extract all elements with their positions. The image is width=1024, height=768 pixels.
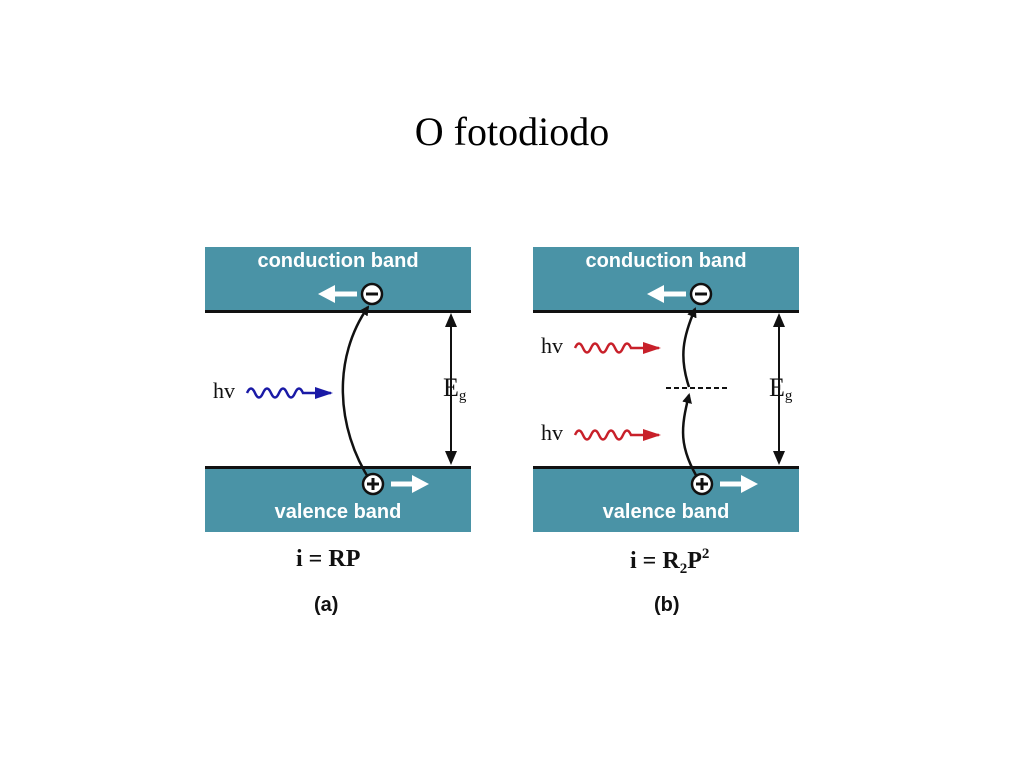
panel-a: conduction band valence band (205, 247, 475, 537)
hole-right-arrow-icon (720, 475, 758, 493)
photon-wave-icon (245, 387, 333, 399)
caption-a: (a) (314, 594, 339, 616)
panel-b-diagram (573, 282, 785, 496)
conduction-band: conduction band (533, 247, 799, 313)
panel-b: conduction band valence band (533, 247, 803, 537)
gap-energy-label: Eg (443, 373, 467, 404)
transition-arrow-upper (682, 307, 697, 388)
slide-title: O fotodiodo (414, 109, 610, 154)
equation-a: i = RP (296, 546, 361, 572)
valence-band: valence band (205, 466, 471, 532)
gap-energy-label: Eg (769, 373, 793, 404)
photon-wave-icon (573, 429, 661, 441)
photon-label-upper: hv (541, 333, 563, 358)
panel-a-diagram (245, 282, 457, 496)
hole-icon (361, 472, 385, 496)
conduction-band: conduction band (205, 247, 471, 313)
electron-left-arrow-icon (647, 285, 686, 303)
photon-wave-icon (573, 342, 661, 354)
photon-label-lower: hv (541, 420, 563, 445)
valence-band-label: valence band (602, 501, 730, 523)
electron-icon (689, 282, 713, 306)
hole-right-arrow-icon (391, 475, 429, 493)
conduction-band-label: conduction band (257, 250, 419, 272)
gap-arrow-icon (773, 313, 785, 465)
transition-arrow (341, 305, 373, 483)
valence-band-label: valence band (274, 501, 402, 523)
caption-b: (b) (654, 594, 680, 616)
equation-b: i = R2P2 (630, 546, 710, 577)
electron-icon (360, 282, 384, 306)
valence-band: valence band (533, 466, 799, 532)
transition-arrow-lower (681, 393, 702, 483)
gap-arrow-icon (445, 313, 457, 465)
hole-icon (690, 472, 714, 496)
electron-left-arrow-icon (318, 285, 357, 303)
conduction-band-label: conduction band (585, 250, 747, 272)
photon-label: hv (213, 378, 235, 403)
